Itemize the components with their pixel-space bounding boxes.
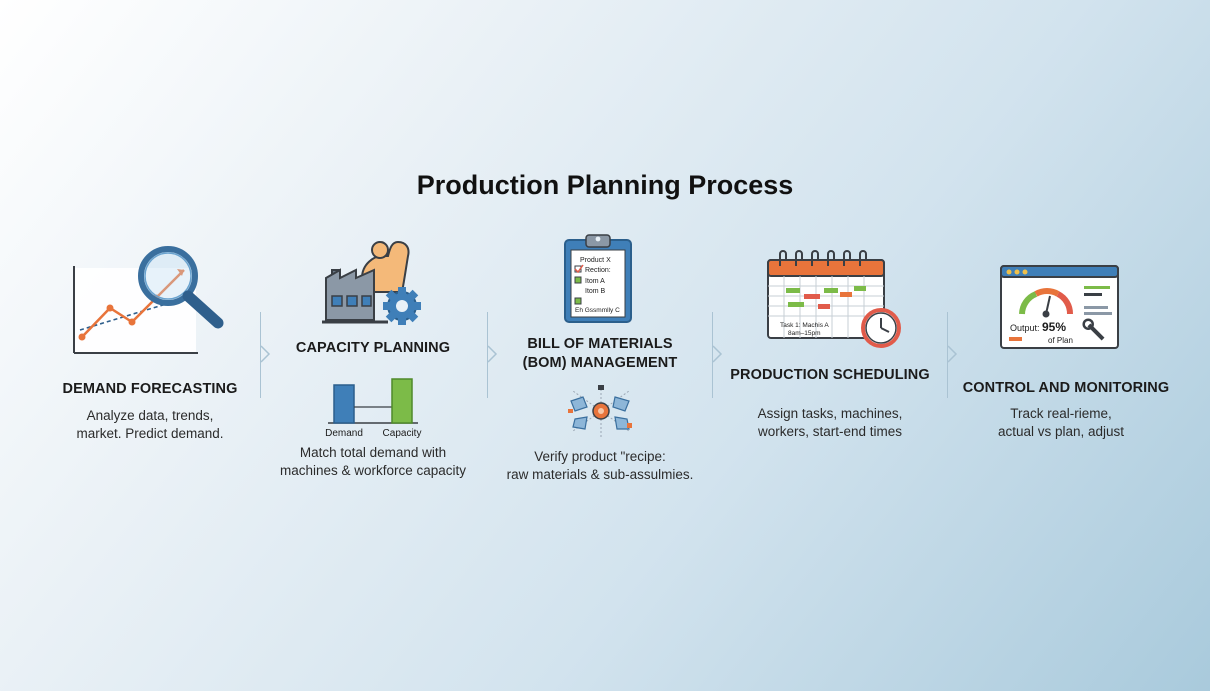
demand-capacity-chart: Demand Capacity <box>322 376 426 440</box>
chevron-right-icon <box>487 345 498 363</box>
dashboard-gauge-icon: Output: 95% of Plan <box>1000 265 1119 349</box>
exploded-parts-icon <box>568 385 632 437</box>
clipboard-line: Itom A <box>585 278 605 285</box>
desc-line: workers, start-end times <box>757 424 903 439</box>
desc-line: raw materials & sub-assulmies. <box>506 467 694 482</box>
step-separator <box>712 312 713 398</box>
heading-line: BILL OF MATERIALS <box>527 336 673 352</box>
step-heading-demand-forecasting: DEMAND FORECASTING <box>62 381 238 397</box>
factory-strength-gear-icon <box>322 240 421 325</box>
step-desc-control-monitoring: Track real-rieme, actual vs plan, adjust <box>950 405 1172 441</box>
clipboard-line: Itom B <box>585 288 606 295</box>
chart-label-capacity: Capacity <box>383 428 422 439</box>
step-heading-capacity-planning: CAPACITY PLANNING <box>295 340 451 356</box>
desc-line: machines & workforce capacity <box>279 463 467 478</box>
desc-line: market. Predict demand. <box>76 426 224 441</box>
page-title: Production Planning Process <box>416 170 794 200</box>
clipboard-icon: Product X Rection: Itom A Itom B Eh Gssm… <box>564 234 632 323</box>
chart-label-demand: Demand <box>325 428 363 439</box>
component-explosion-illustration <box>565 383 637 439</box>
calendar-clock-icon: Task 1: Machis A 8am–15pm <box>767 250 901 348</box>
clipboard-line: Product X <box>580 257 611 264</box>
scheduling-illustration: Task 1: Machis A 8am–15pm <box>764 248 906 350</box>
step-desc-bom-management: Verify product "recipe: raw materials & … <box>485 448 715 484</box>
calendar-task-line: Task 1: Machis A <box>780 322 829 329</box>
step-heading-control-monitoring: CONTROL AND MONITORING <box>962 380 1170 396</box>
heading-line: (BOM) MANAGEMENT <box>522 355 678 371</box>
dashboard-output-value: 95% <box>1042 320 1066 334</box>
desc-line: actual vs plan, adjust <box>997 424 1125 439</box>
desc-line: Match total demand with <box>299 445 447 460</box>
wrench-icon <box>1082 318 1105 341</box>
calendar-time-line: 8am–15pm <box>788 330 821 337</box>
step-heading-bom-management: BILL OF MATERIALS (BOM) MANAGEMENT <box>495 335 705 373</box>
demand-bar <box>333 384 355 424</box>
step-heading-production-scheduling: PRODUCTION SCHEDULING <box>730 367 930 383</box>
dashboard-illustration: Output: 95% of Plan <box>1000 264 1120 350</box>
capacity-planning-illustration <box>318 234 428 328</box>
desc-line: Verify product "recipe: <box>534 449 666 464</box>
desc-line: Assign tasks, machines, <box>757 406 903 421</box>
desc-line: Track real-rieme, <box>1010 406 1112 421</box>
capacity-bar <box>391 378 413 424</box>
magnifier-trend-chart-icon <box>73 246 224 354</box>
step-desc-capacity-planning: Match total demand with machines & workf… <box>258 444 488 480</box>
clipboard-line: Eh Gssmmlly C <box>575 307 620 314</box>
dashboard-output-sub: of Plan <box>1048 336 1073 345</box>
step-separator <box>260 312 261 398</box>
desc-line: Analyze data, trends, <box>86 408 214 423</box>
clipboard-line: Rection: <box>585 267 611 274</box>
step-separator <box>487 312 488 398</box>
clipboard-illustration: Product X Rection: Itom A Itom B Eh Gssm… <box>562 234 634 324</box>
demand-forecasting-illustration <box>66 238 231 358</box>
step-desc-production-scheduling: Assign tasks, machines, workers, start-e… <box>720 405 940 441</box>
step-separator <box>947 312 948 398</box>
chevron-right-icon <box>947 345 958 363</box>
chevron-right-icon <box>260 345 271 363</box>
step-desc-demand-forecasting: Analyze data, trends, market. Predict de… <box>40 407 260 443</box>
dashboard-output-label: Output: <box>1010 323 1040 333</box>
chevron-right-icon <box>712 345 723 363</box>
